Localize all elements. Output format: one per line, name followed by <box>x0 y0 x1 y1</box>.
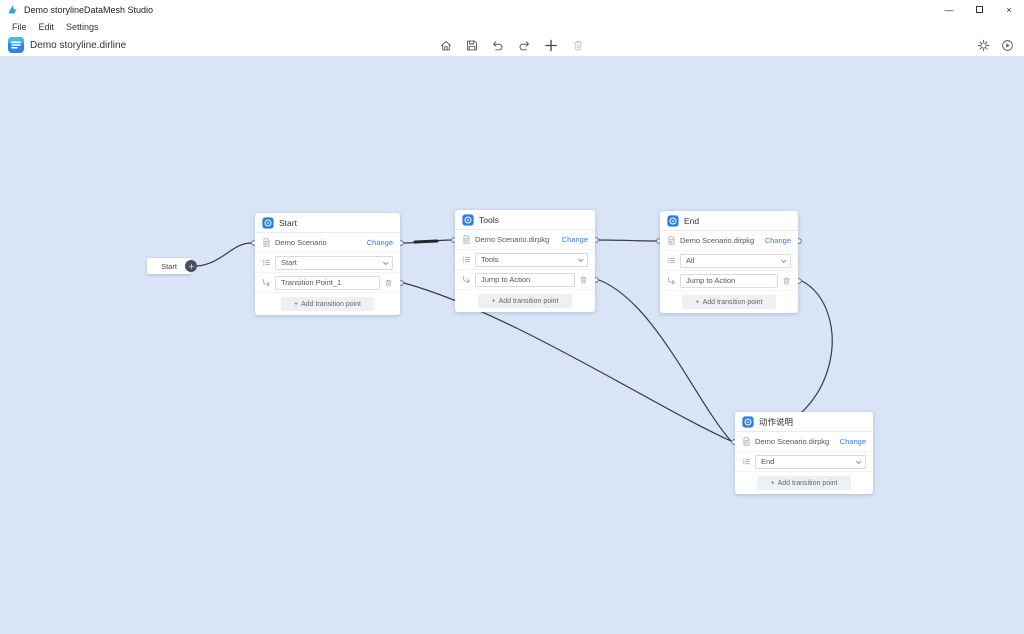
toolbar: Demo storyline.dirline <box>0 34 1024 57</box>
flow-edges <box>196 237 833 445</box>
start-entry-node[interactable]: Start <box>147 258 197 274</box>
home-icon[interactable] <box>440 39 453 52</box>
list-icon <box>667 256 676 265</box>
scene-select[interactable]: All <box>680 253 791 268</box>
package-name: Demo Scenario.dirpkg <box>755 437 830 446</box>
flow-canvas[interactable]: Start Start Demo Scenario Change Start T… <box>0 57 1024 634</box>
node-type-icon <box>262 217 274 229</box>
add-transition-button[interactable]: + Add transition point <box>478 294 572 308</box>
maximize-button[interactable] <box>964 0 994 19</box>
window-title: Demo storylineDataMesh Studio <box>24 4 154 15</box>
package-name: Demo Scenario <box>275 238 327 247</box>
add-transition-button[interactable]: + Add transition point <box>280 297 375 311</box>
document-title: Demo storyline.dirline <box>30 39 127 51</box>
plus-icon: + <box>491 297 496 305</box>
delete-icon[interactable] <box>572 39 585 52</box>
change-link[interactable]: Change <box>561 235 588 244</box>
plus-icon: + <box>293 300 299 308</box>
save-icon[interactable] <box>466 39 479 52</box>
node-type-icon <box>462 214 474 226</box>
scene-select-value: Start <box>281 258 297 267</box>
package-name: Demo Scenario.dirpkg <box>475 235 550 244</box>
package-icon <box>462 235 471 244</box>
run-icon[interactable] <box>1001 39 1014 52</box>
menu-file[interactable]: File <box>12 21 27 32</box>
chevron-down-icon <box>577 255 584 262</box>
node-tools[interactable]: Tools Demo Scenario.dirpkg Change Tools … <box>455 210 595 312</box>
menubar: File Edit Settings <box>0 19 1024 34</box>
undo-icon[interactable] <box>492 39 505 52</box>
change-link[interactable]: Change <box>764 236 791 245</box>
add-transition-button[interactable]: + Add transition point <box>682 295 776 309</box>
list-icon <box>742 457 751 466</box>
transition-icon <box>262 278 271 287</box>
transition-input[interactable]: Transition Point_1 <box>275 275 380 290</box>
start-entry-label: Start <box>161 261 177 271</box>
trash-icon[interactable] <box>579 275 588 285</box>
node-type-icon <box>742 416 754 428</box>
titlebar: Demo storylineDataMesh Studio — × <box>0 0 1024 19</box>
scene-select[interactable]: Start <box>275 255 393 270</box>
trash-icon[interactable] <box>782 276 791 286</box>
menu-settings[interactable]: Settings <box>66 21 99 32</box>
transition-icon <box>462 275 471 284</box>
node-type-icon <box>667 215 679 227</box>
start-output-port[interactable] <box>185 260 197 272</box>
node-action-description[interactable]: 动作说明 Demo Scenario.dirpkg Change End + A… <box>735 412 873 494</box>
plus-icon: + <box>695 298 700 306</box>
transition-value: Jump to Action <box>686 276 736 285</box>
maximize-icon <box>975 6 983 13</box>
transition-input[interactable]: Jump to Action <box>475 272 575 287</box>
transition-icon <box>667 276 676 285</box>
scene-select[interactable]: Tools <box>475 252 588 267</box>
scene-select-value: All <box>686 256 695 265</box>
node-title: End <box>684 215 700 226</box>
node-end[interactable]: End Demo Scenario.dirpkg Change All Jump… <box>660 211 798 313</box>
add-node-icon[interactable] <box>544 38 559 53</box>
list-icon <box>462 255 471 264</box>
app-logo-icon <box>8 37 24 53</box>
package-icon <box>742 437 751 446</box>
package-icon <box>667 236 676 245</box>
scene-select-value: End <box>761 457 775 466</box>
chevron-down-icon <box>780 256 787 263</box>
settings-icon[interactable] <box>977 39 990 52</box>
node-start[interactable]: Start Demo Scenario Change Start Transit… <box>255 213 400 315</box>
package-icon <box>262 238 271 247</box>
minimize-button[interactable]: — <box>944 4 954 15</box>
list-icon <box>262 258 271 267</box>
scene-select[interactable]: End <box>755 454 866 469</box>
transition-value: Jump to Action <box>481 275 531 284</box>
change-link[interactable]: Change <box>366 238 393 247</box>
menu-edit[interactable]: Edit <box>38 21 55 32</box>
plus-icon: + <box>770 479 775 487</box>
transition-input[interactable]: Jump to Action <box>680 273 778 288</box>
close-button[interactable]: × <box>1006 4 1012 15</box>
node-title: Tools <box>479 214 499 225</box>
package-name: Demo Scenario.dirpkg <box>680 236 755 245</box>
change-link[interactable]: Change <box>839 437 866 446</box>
transition-value: Transition Point_1 <box>281 278 342 287</box>
trash-icon[interactable] <box>384 278 393 288</box>
scene-select-value: Tools <box>481 255 499 264</box>
add-transition-button[interactable]: + Add transition point <box>757 476 851 490</box>
node-title: 动作说明 <box>759 416 794 427</box>
redo-icon[interactable] <box>518 39 531 52</box>
node-title: Start <box>279 217 297 228</box>
chevron-down-icon <box>855 457 862 464</box>
chevron-down-icon <box>382 258 389 265</box>
app-icon <box>7 4 18 15</box>
